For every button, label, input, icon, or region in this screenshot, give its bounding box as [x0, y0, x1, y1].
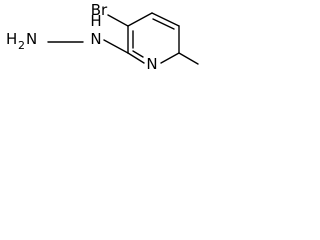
bromine-label: Br [91, 1, 108, 19]
bond-c3-br [107, 14, 129, 27]
bond-c6-methyl [178, 52, 199, 65]
structure-diagram: Br N H N H 2 N [6, 1, 199, 73]
atom-labels: Br N H N H 2 N [6, 1, 158, 73]
hydrazine-n-label: N [90, 30, 101, 48]
ring-bonds [127, 12, 180, 64]
bond-c3-c4 [127, 12, 153, 27]
nh2-n-label: N [26, 30, 37, 48]
nh2-h-label: H [6, 30, 17, 48]
bond-n1-c2 [127, 52, 145, 64]
bond-n1-c2-inner [132, 50, 144, 58]
bond-c2-nh [103, 39, 129, 54]
nh2-subscript-label: 2 [18, 39, 25, 52]
bond-c4-c5 [151, 12, 180, 27]
substituent-bonds [47, 14, 199, 65]
bond-c4-c5-inner [152, 18, 175, 30]
ring-nitrogen-label: N [146, 55, 157, 73]
hydrazine-h-label: H [90, 12, 101, 30]
bond-c6-n1 [160, 52, 180, 64]
